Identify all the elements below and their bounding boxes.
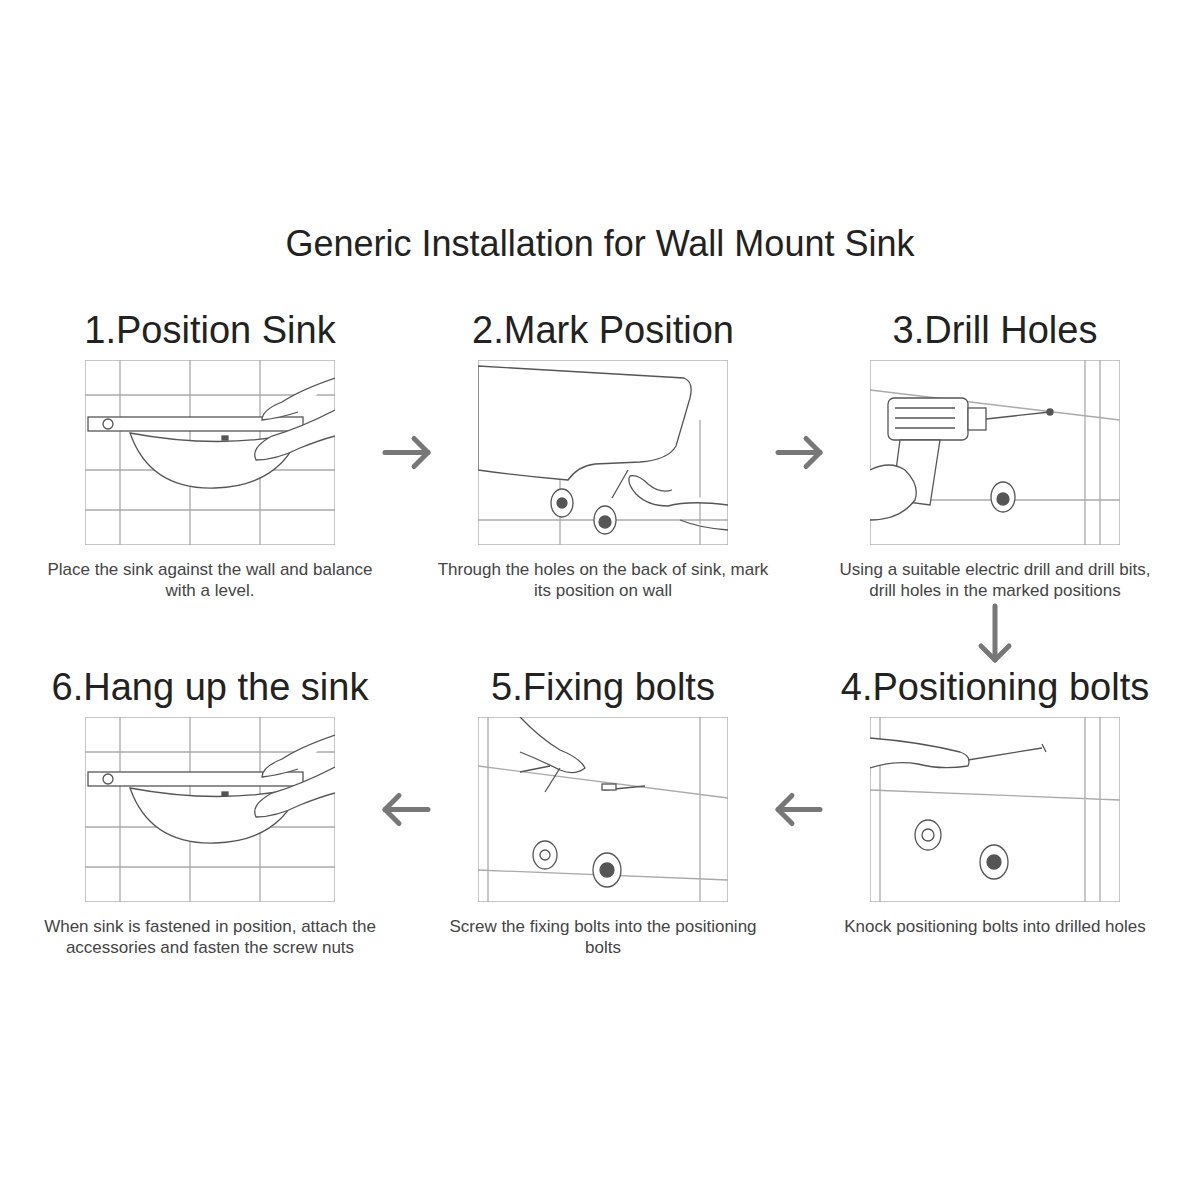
step-panel: 5.Fixing boltsScrew the fixing bolts int… <box>433 665 773 958</box>
step-heading: 4.Positioning bolts <box>825 665 1165 709</box>
arrow-shaft <box>993 606 998 660</box>
step-caption: Using a suitable electric drill and dril… <box>825 559 1165 601</box>
step-heading: 2.Mark Position <box>433 308 773 352</box>
illustration-frame <box>433 360 773 545</box>
illustration-frame <box>825 360 1165 545</box>
flow-arrow <box>778 796 820 824</box>
step-panel: 2.Mark PositionThrough the holes on the … <box>433 308 773 601</box>
step-caption: Knock positioning bolts into drilled hol… <box>825 916 1165 937</box>
hang-sink-figure <box>85 717 335 902</box>
step-caption: When sink is fastened in position, attac… <box>40 916 380 958</box>
step-panel: 6.Hang up the sinkWhen sink is fastened … <box>40 665 380 958</box>
step-heading: 3.Drill Holes <box>825 308 1165 352</box>
arrow-shaft <box>778 450 820 455</box>
flow-arrow <box>981 606 1009 660</box>
arrow-head <box>981 646 1009 660</box>
arrow-head <box>778 796 792 824</box>
arrow-shaft <box>385 450 428 455</box>
flow-arrow <box>385 796 428 824</box>
arrow-head <box>414 439 428 467</box>
step-panel: 3.Drill HolesUsing a suitable electric d… <box>825 308 1165 601</box>
arrow-shaft <box>385 807 428 812</box>
step-heading: 6.Hang up the sink <box>40 665 380 709</box>
fixing-bolts-figure <box>478 717 728 902</box>
flow-arrow <box>385 439 428 467</box>
position-sink-figure <box>85 360 335 545</box>
arrow-head <box>385 796 399 824</box>
mark-position-figure <box>478 360 728 545</box>
step-caption: Place the sink against the wall and bala… <box>40 559 380 601</box>
step-heading: 1.Position Sink <box>40 308 380 352</box>
step-panel: 4.Positioning boltsKnock positioning bol… <box>825 665 1165 937</box>
flow-arrow <box>778 439 820 467</box>
arrow-shaft <box>778 807 820 812</box>
illustration-frame <box>40 360 380 545</box>
step-caption: Screw the fixing bolts into the position… <box>433 916 773 958</box>
step-heading: 5.Fixing bolts <box>433 665 773 709</box>
step-caption: Through the holes on the back of sink, m… <box>433 559 773 601</box>
diagram-title: Generic Installation for Wall Mount Sink <box>0 220 1200 268</box>
drill-holes-figure <box>870 360 1120 545</box>
step-panel: 1.Position SinkPlace the sink against th… <box>40 308 380 601</box>
illustration-frame <box>825 717 1165 902</box>
arrow-head <box>806 439 820 467</box>
illustration-frame <box>40 717 380 902</box>
illustration-frame <box>433 717 773 902</box>
positioning-bolts-figure <box>870 717 1120 902</box>
